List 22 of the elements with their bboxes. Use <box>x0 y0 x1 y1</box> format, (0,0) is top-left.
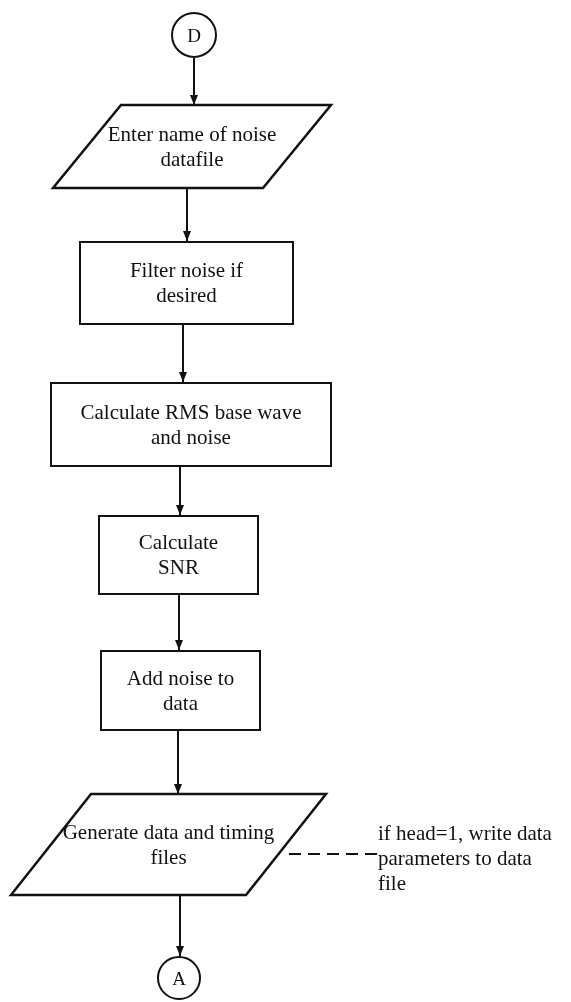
arrow <box>190 57 198 106</box>
process-box <box>50 382 332 467</box>
node-label: Calculate RMS base wave and noise <box>79 399 303 450</box>
node-label: A <box>172 966 186 991</box>
process-box <box>79 241 294 325</box>
process-box <box>100 650 261 731</box>
process-box <box>98 515 259 595</box>
note-text: if head=1, write data parameters to data file <box>378 820 553 896</box>
arrow <box>176 466 184 516</box>
connector-circle <box>157 956 201 1000</box>
node-label: Calculate SNR <box>137 530 220 580</box>
connector-circle <box>171 12 217 58</box>
arrow <box>175 594 183 651</box>
input-output-parallelogram <box>53 105 331 188</box>
node-label: Generate data and timing files <box>61 819 276 870</box>
node-label: Filter noise if desired <box>128 258 245 308</box>
node-label: Add noise to data <box>125 665 236 716</box>
arrow <box>174 730 182 795</box>
node-label: Enter name of noise datafile <box>106 121 278 172</box>
node-label: D <box>187 23 201 48</box>
arrow <box>179 324 187 383</box>
input-output-parallelogram <box>11 794 326 895</box>
